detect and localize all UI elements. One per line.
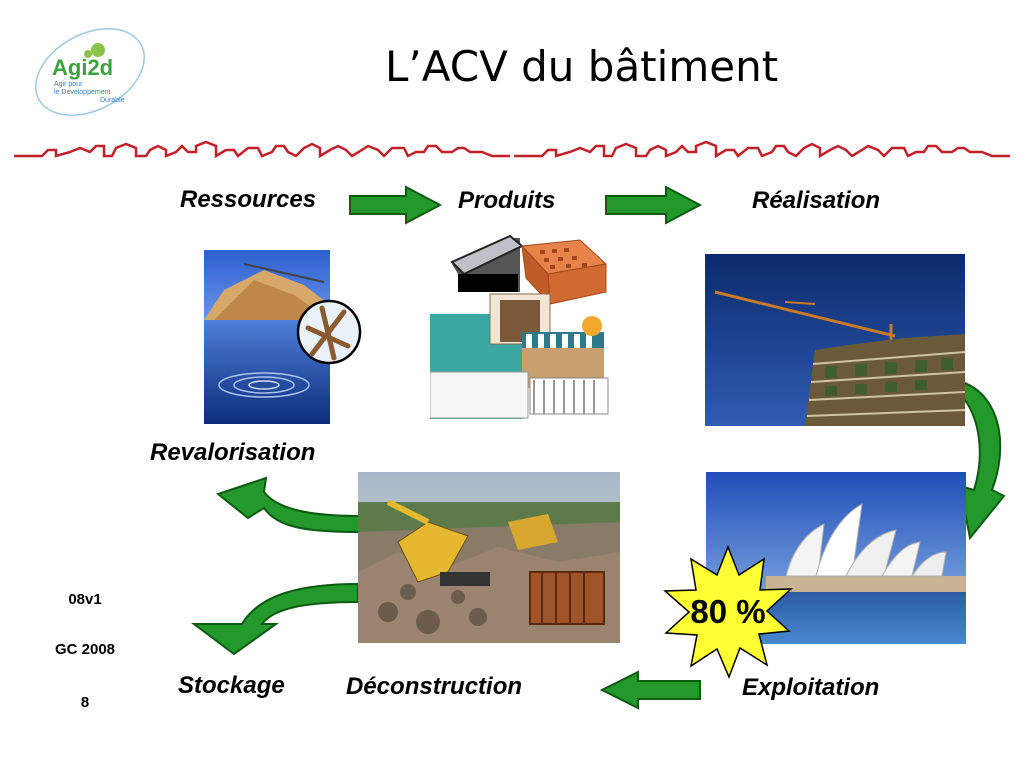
stage-produits: Produits — [458, 187, 556, 214]
arrow-left-exploitation-deconstruction — [600, 670, 701, 710]
arrow-curved-realisation-exploitation — [958, 380, 1006, 541]
stage-stockage: Stockage — [178, 672, 285, 699]
slide-title: L’ACV du bâtiment — [385, 42, 779, 91]
footer-author: GC 2008 — [54, 641, 116, 658]
arrow-curved-stockage — [191, 582, 359, 656]
image-ressources — [204, 250, 362, 424]
stage-revalorisation: Revalorisation — [150, 439, 316, 466]
arrow-right-produits-realisation — [605, 185, 703, 225]
stage-ressources: Ressources — [180, 186, 317, 213]
logo-tagline-2: le Développement — [54, 89, 111, 96]
logo-tagline-1: Agir pour — [54, 81, 83, 88]
arrow-right-ressources-produits — [349, 185, 443, 225]
logo-graphic — [35, 28, 145, 116]
stage-deconstruction: Déconstruction — [346, 673, 523, 700]
stage-exploitation: Exploitation — [742, 674, 880, 701]
image-realisation — [705, 254, 965, 426]
badge-80-percent: 80 % — [663, 545, 793, 680]
image-produits — [430, 234, 609, 419]
logo-name: Agi2d — [52, 55, 114, 80]
logo-tagline-3: Durable — [100, 97, 125, 104]
footer-version: 08v1 — [68, 591, 102, 608]
image-deconstruction — [358, 472, 620, 643]
logo: Agi2d Agir pour le Développement Durable — [20, 10, 150, 120]
houses-border-decoration — [14, 140, 1012, 159]
stage-realisation: Réalisation — [752, 187, 881, 214]
arrow-curved-revalorisation — [215, 476, 361, 534]
badge-value: 80 % — [690, 593, 765, 630]
footer-page-number: 8 — [80, 694, 90, 711]
